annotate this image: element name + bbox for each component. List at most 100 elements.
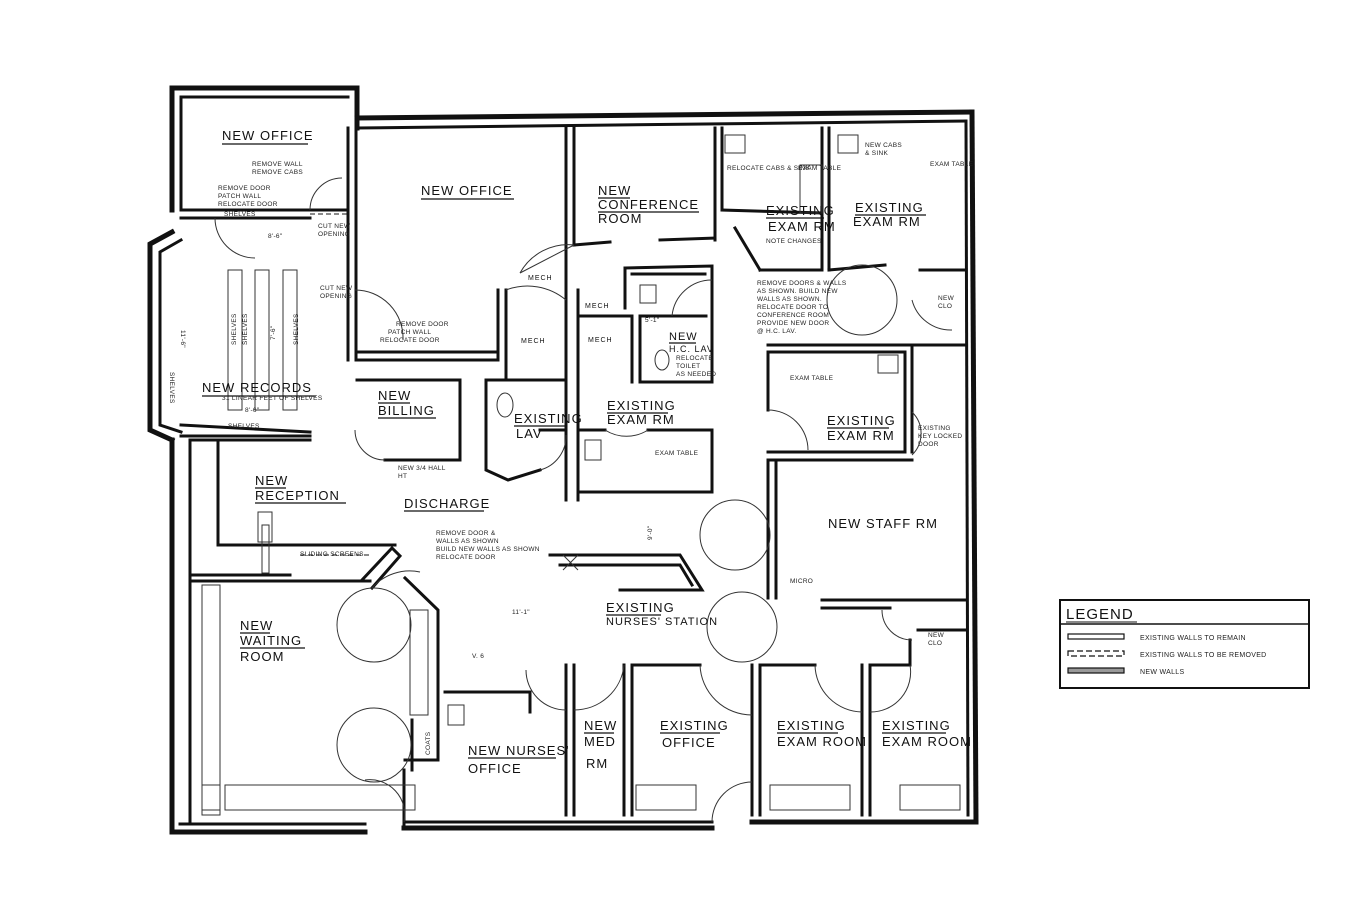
annotation-note: MICRO xyxy=(790,578,813,585)
annotation-note: RELOCATE DOOR xyxy=(218,201,278,208)
room-new-nurses-office-2: OFFICE xyxy=(468,761,522,776)
fixtures xyxy=(201,134,961,816)
legend-item-walls-removed: EXISTING WALLS TO BE REMOVED xyxy=(1067,650,1267,659)
room-existing-exam-rm-b-2: EXAM RM xyxy=(853,214,921,229)
room-new-office-small: NEW OFFICE xyxy=(222,128,314,143)
room-existing-lav-2: LAV xyxy=(516,426,543,441)
annotation-note: 9'-0" xyxy=(647,525,654,540)
annotation-note: EXISTING xyxy=(918,425,951,432)
annotation-note: REMOVE DOOR xyxy=(218,185,271,192)
annotation-note: DOOR xyxy=(918,441,939,448)
annotation-note: SHELVES xyxy=(242,313,249,345)
room-new-conference-3: ROOM xyxy=(598,211,642,226)
room-new-med-2: MED xyxy=(584,734,616,749)
annotation-note: SHELVES xyxy=(293,313,300,345)
room-new-waiting-2: WAITING xyxy=(240,633,302,648)
room-new-hc-lav-2: H.C. LAV xyxy=(669,344,714,354)
annotation-note: TOILET xyxy=(676,363,700,370)
annotation-note: OPENING xyxy=(320,293,352,300)
annotation-note: PROVIDE NEW DOOR xyxy=(757,320,829,327)
room-new-med-3: RM xyxy=(586,756,608,771)
annotation-note: EXISTING WALLS TO BE REMOVED xyxy=(1140,652,1267,659)
annotation-note: SLIDING SCREENS xyxy=(300,551,364,558)
room-existing-nurses-1: EXISTING xyxy=(606,600,675,615)
room-mech-4: MECH xyxy=(588,337,613,344)
room-existing-nurses-2: NURSES' STATION xyxy=(606,616,718,628)
room-mech-2: MECH xyxy=(585,303,610,310)
annotation-note: CUT NEW xyxy=(320,285,353,292)
annotation-note: RELOCATE CABS & SINK xyxy=(727,165,811,172)
annotation-note: PATCH WALL xyxy=(388,329,431,336)
annotation-note: CUT NEW xyxy=(318,223,351,230)
room-new-nurses-office-1: NEW NURSES' xyxy=(468,743,570,758)
annotation-note: EXISTING WALLS TO REMAIN xyxy=(1140,635,1246,642)
annotation-note: REMOVE CABS xyxy=(252,169,303,176)
room-existing-exam-rm-d-2: EXAM RM xyxy=(827,428,895,443)
room-new-billing-2: BILLING xyxy=(378,403,435,418)
annotation-note: RELOCATE DOOR TO xyxy=(757,304,828,311)
annotation-note: EXAM TABLE xyxy=(798,165,842,172)
legend: LEGEND EXISTING WALLS TO REMAIN EXISTING… xyxy=(1059,599,1310,689)
room-new-records: NEW RECORDS xyxy=(202,380,312,395)
annotation-note: CONFERENCE ROOM xyxy=(757,312,829,319)
annotation-note: SHELVES xyxy=(228,423,260,430)
annotation-note: 31 LINEAR FEET OF SHELVES xyxy=(222,395,323,402)
annotation-note: REMOVE DOOR xyxy=(396,321,449,328)
room-existing-exam-rm-d-1: EXISTING xyxy=(827,413,896,428)
legend-title: LEGEND xyxy=(1066,606,1134,623)
annotation-note: REMOVE WALL xyxy=(252,161,303,168)
door-swings xyxy=(214,177,953,823)
annotation-note: SHELVES xyxy=(224,211,256,218)
annotation-note: CLO xyxy=(938,303,952,310)
room-new-waiting-3: ROOM xyxy=(240,649,284,664)
room-new-billing-1: NEW xyxy=(378,388,411,403)
annotation-note: OPENING xyxy=(318,231,350,238)
annotation-note: SHELVES xyxy=(231,313,238,345)
room-existing-exam-room-b-1: EXISTING xyxy=(882,718,951,733)
annotation-note: EXAM TABLE xyxy=(930,161,974,168)
annotations: REMOVE WALL REMOVE CABS REMOVE DOOR PATC… xyxy=(168,142,974,755)
annotation-note: REMOVE DOOR & xyxy=(436,530,496,537)
annotation-note: WALLS AS SHOWN xyxy=(436,538,499,545)
room-existing-exam-rm-c-1: EXISTING xyxy=(607,398,676,413)
room-existing-exam-room-b-2: EXAM ROOM xyxy=(882,734,972,749)
annotation-note: WALLS AS SHOWN. xyxy=(757,296,822,303)
legend-item-existing-walls: EXISTING WALLS TO REMAIN xyxy=(1067,633,1246,642)
room-existing-exam-room-a-2: EXAM ROOM xyxy=(777,734,867,749)
room-existing-exam-room-a-1: EXISTING xyxy=(777,718,846,733)
room-existing-office-2: OFFICE xyxy=(662,735,716,750)
room-new-conference-2: CONFERENCE xyxy=(598,197,699,212)
annotation-note: REMOVE DOORS & WALLS xyxy=(757,280,847,287)
annotation-note: NEW xyxy=(938,295,955,302)
annotation-note: EXAM TABLE xyxy=(655,450,699,457)
exterior-walls xyxy=(147,85,979,835)
annotation-note: @ H.C. LAV. xyxy=(757,328,797,335)
room-new-reception-1: NEW xyxy=(255,473,288,488)
annotation-note: NEW xyxy=(928,632,945,639)
room-existing-lav-1: EXISTING xyxy=(514,411,583,426)
room-mech-1: MECH xyxy=(528,275,553,282)
annotation-note: RELOCATE DOOR xyxy=(380,337,440,344)
legend-item-new-walls: NEW WALLS xyxy=(1067,667,1184,676)
room-existing-exam-rm-a-2: EXAM RM xyxy=(768,219,836,234)
annotation-note: V. 6 xyxy=(472,653,484,660)
room-new-waiting-1: NEW xyxy=(240,618,273,633)
annotation-note: COATS xyxy=(425,731,432,755)
annotation-note: SHELVES xyxy=(168,372,175,404)
room-new-conference-1: NEW xyxy=(598,183,631,198)
annotation-note: 5'-1" xyxy=(645,317,660,324)
annotation-note: HT xyxy=(398,473,407,480)
room-mech-3: MECH xyxy=(521,338,546,345)
annotation-note: CLO xyxy=(928,640,942,647)
annotation-note: NEW 3/4 HALL xyxy=(398,465,446,472)
room-new-staff-rm: NEW STAFF RM xyxy=(828,516,938,531)
annotation-note: NOTE CHANGES xyxy=(766,238,822,245)
annotation-note: AS NEEDED xyxy=(676,371,716,378)
room-existing-exam-rm-b-1: EXISTING xyxy=(855,200,924,215)
annotation-note: AS SHOWN. BUILD NEW xyxy=(757,288,838,295)
annotation-note: NEW WALLS xyxy=(1140,669,1184,676)
room-new-office: NEW OFFICE xyxy=(421,183,513,198)
room-new-med-1: NEW xyxy=(584,718,617,733)
room-existing-exam-rm-a-1: EXISTING xyxy=(766,203,835,218)
